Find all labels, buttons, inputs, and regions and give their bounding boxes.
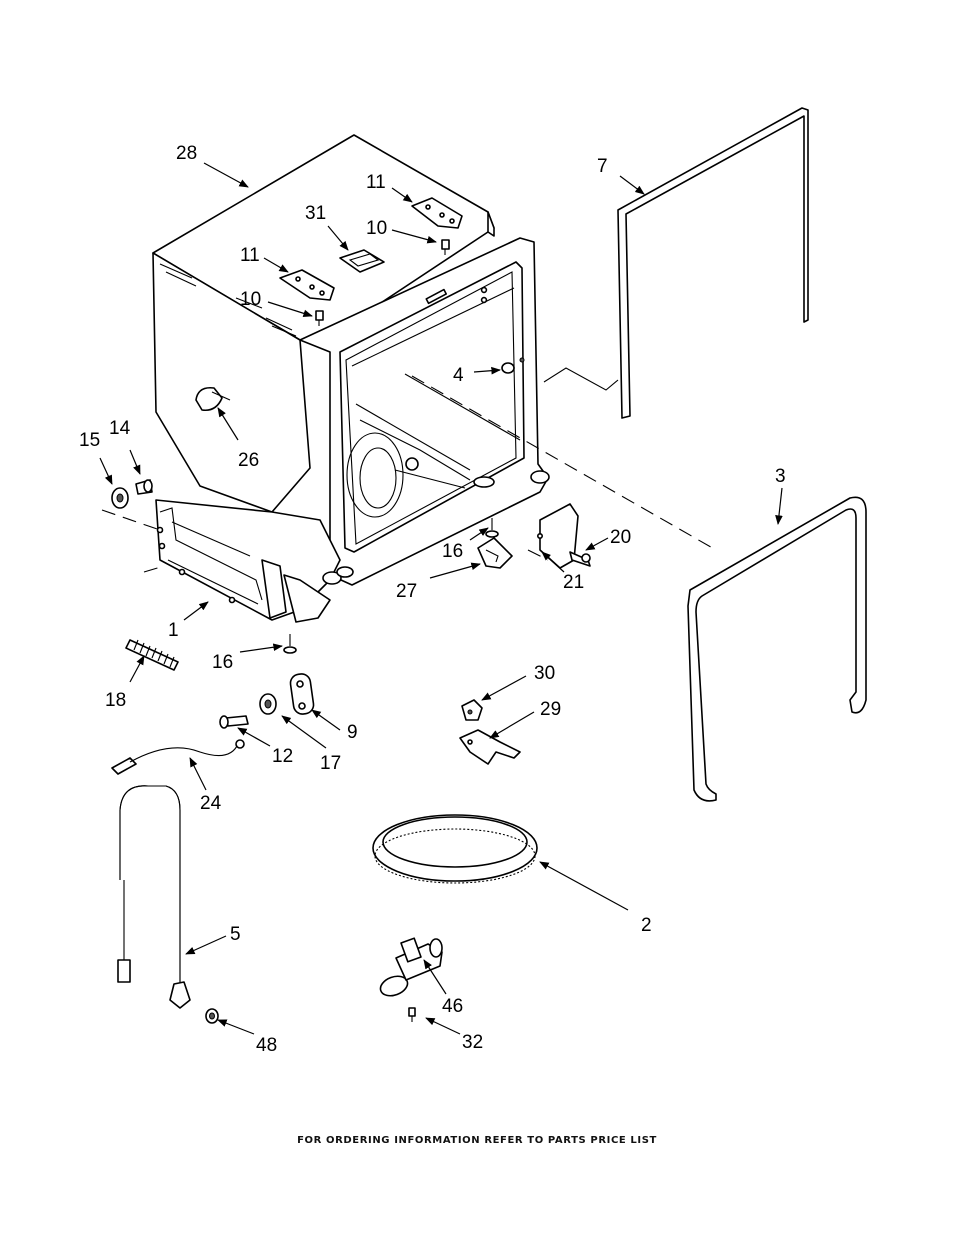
callout-21: 21	[563, 572, 584, 593]
door-strike	[501, 357, 525, 374]
leader-lines	[99, 162, 783, 1035]
leveling-foot-upper	[485, 518, 499, 538]
water-valve	[379, 937, 443, 997]
callout-31: 31	[305, 203, 326, 224]
alignment-lines	[101, 375, 717, 573]
callout-16: 16	[212, 652, 233, 673]
bumper	[195, 386, 231, 412]
callout-10: 10	[240, 289, 261, 310]
callout-16: 16	[442, 541, 463, 562]
callout-4: 4	[453, 365, 464, 386]
side-nut	[111, 487, 129, 509]
washer	[259, 693, 277, 715]
hose-clamp	[205, 1008, 219, 1024]
mount-bracket	[289, 673, 315, 715]
hinge-bracket-left	[279, 269, 335, 301]
leveling-clip	[477, 537, 513, 569]
callout-10: 10	[366, 218, 387, 239]
callout-29: 29	[540, 699, 561, 720]
callout-48: 48	[256, 1035, 277, 1056]
screw-left	[315, 310, 324, 326]
ground-wire	[111, 739, 245, 775]
screw-right	[441, 239, 450, 255]
callout-28: 28	[176, 143, 197, 164]
callout-11: 11	[240, 245, 260, 266]
callout-2: 2	[641, 915, 652, 936]
sump-seal-ring	[372, 814, 538, 884]
callout-9: 9	[347, 722, 358, 743]
callout-15: 15	[79, 430, 100, 451]
callout-7: 7	[597, 156, 608, 177]
lower-seal	[687, 496, 867, 802]
tub-gasket	[543, 107, 809, 419]
toe-bracket	[536, 503, 591, 569]
side-screw	[135, 479, 153, 495]
callout-17: 17	[320, 753, 341, 774]
callout-26: 26	[238, 450, 259, 471]
callout-30: 30	[534, 663, 555, 684]
hinge-bracket-right	[411, 197, 463, 229]
spring	[125, 639, 179, 671]
callout-20: 20	[610, 527, 631, 548]
drain-hose	[117, 785, 191, 1009]
callout-46: 46	[442, 996, 463, 1017]
vent-clip	[339, 249, 385, 273]
thermostat-bracket	[459, 729, 521, 765]
callout-labels: 28 11 10 31 11 10 7 4 26 15 14 3 20 21 1…	[79, 143, 786, 1056]
callout-12: 12	[272, 746, 293, 767]
callout-24: 24	[200, 793, 222, 814]
callout-18: 18	[105, 690, 126, 711]
thermostat	[461, 699, 483, 721]
callout-11: 11	[366, 172, 386, 193]
callout-5: 5	[230, 924, 241, 945]
valve-screw	[408, 1007, 416, 1022]
callout-1: 1	[168, 620, 179, 641]
tub-assembly	[152, 134, 550, 623]
callout-14: 14	[109, 418, 131, 439]
ordering-info-footer: FOR ORDERING INFORMATION REFER TO PARTS …	[297, 1135, 657, 1146]
callout-3: 3	[775, 466, 786, 487]
bolt	[219, 715, 249, 729]
callout-32: 32	[462, 1032, 483, 1053]
leveling-foot-lower	[283, 634, 297, 654]
callout-27: 27	[396, 581, 417, 602]
